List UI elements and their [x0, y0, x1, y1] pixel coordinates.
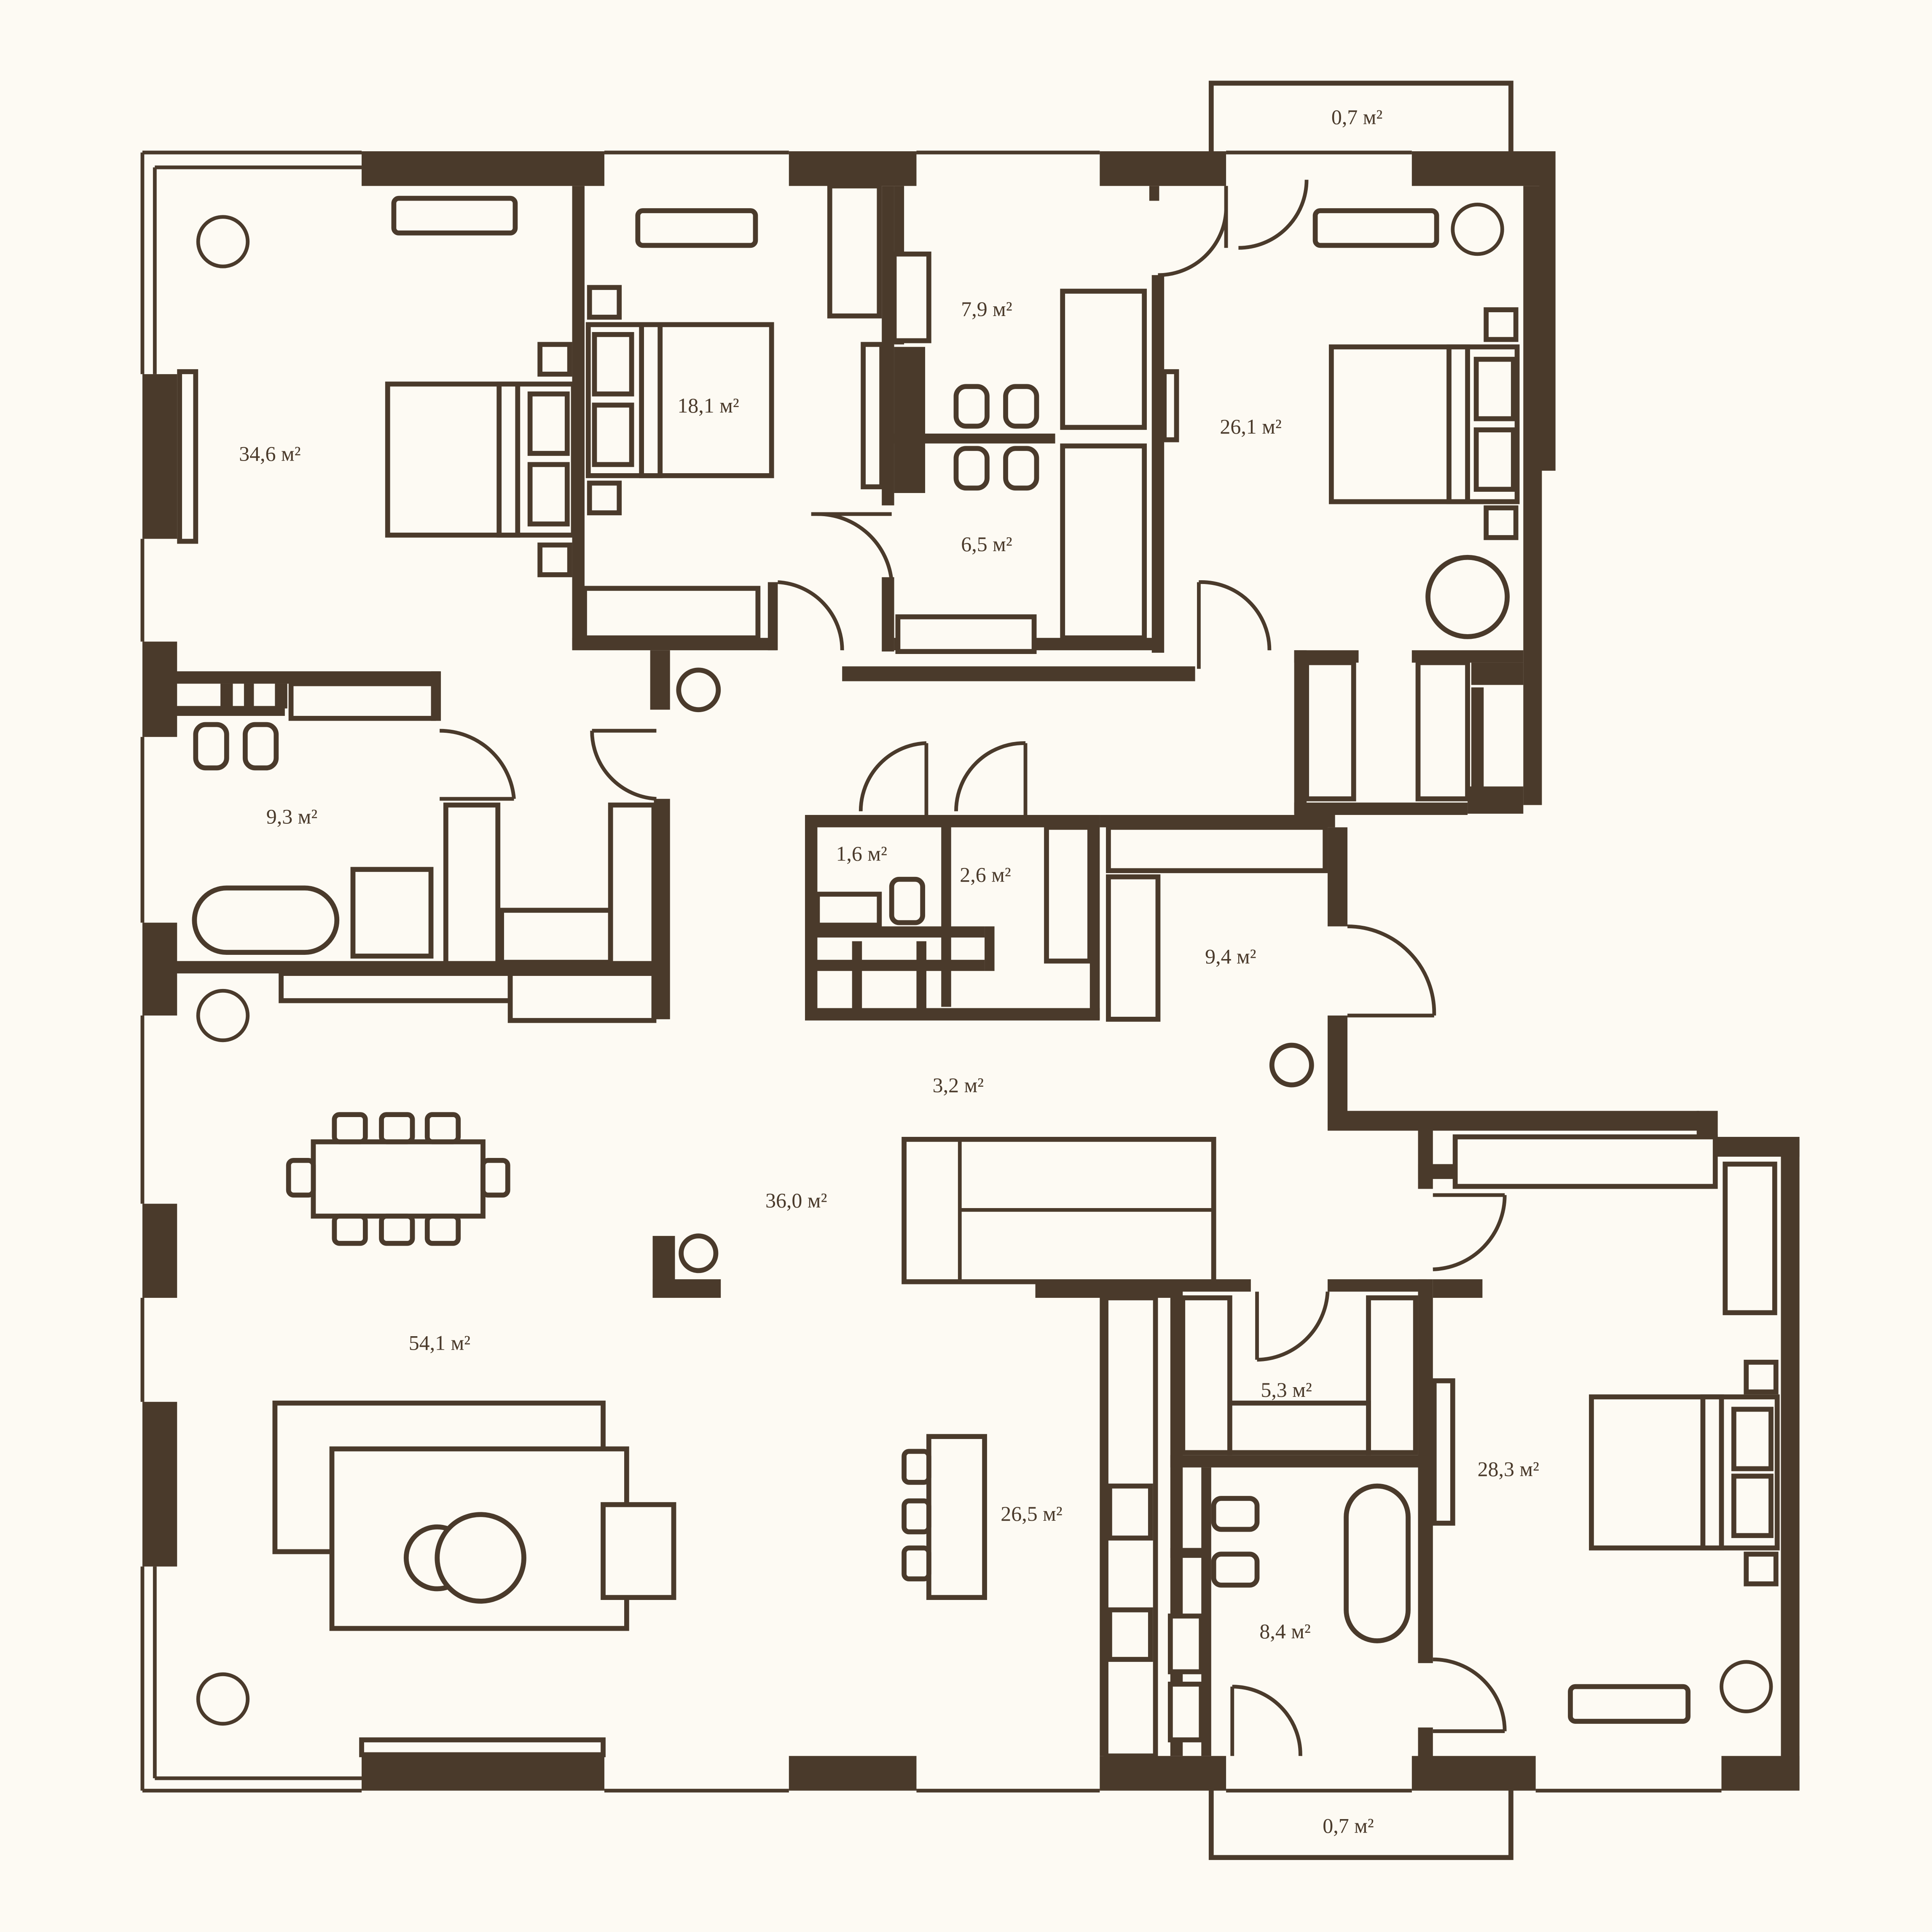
- room-label-hall-c: 3,2 м²: [933, 1073, 984, 1097]
- doors: [440, 180, 1507, 1756]
- outer-frame: [140, 150, 1722, 1793]
- room-label-dressing-se: 5,3 м²: [1261, 1378, 1312, 1401]
- plant-icons: [196, 202, 1773, 1726]
- room-label-living: 54,1 м²: [409, 1331, 470, 1354]
- room-label-bath-se: 8,4 м²: [1259, 1619, 1310, 1643]
- room-label-bedroom-n: 18,1 м²: [677, 394, 739, 417]
- furniture: [177, 183, 1780, 1759]
- room-label-bedroom-ne: 26,1 м²: [1220, 415, 1281, 438]
- room-label-bedroom-se: 28,3 м²: [1478, 1457, 1539, 1481]
- balcony-north: [1208, 80, 1513, 153]
- room-label-bath-n2: 6,5 м²: [961, 532, 1012, 556]
- area-labels: 34,6 м² 18,1 м² 7,9 м² 6,5 м² 26,1 м² 0,…: [239, 105, 1539, 1837]
- room-label-wc-small: 1,6 м²: [836, 842, 887, 866]
- room-label-hall-e: 9,4 м²: [1205, 945, 1256, 968]
- room-label-balcony-s: 0,7 м²: [1323, 1814, 1374, 1837]
- balcony-south: [1208, 1790, 1513, 1860]
- room-label-bedroom-nw: 34,6 м²: [239, 442, 301, 466]
- room-label-closet-small: 2,6 м²: [960, 863, 1011, 887]
- room-label-bath-n: 7,9 м²: [961, 297, 1012, 321]
- room-label-hall-main: 36,0 м²: [765, 1189, 827, 1212]
- room-label-kitchen: 26,5 м²: [1001, 1502, 1062, 1525]
- room-label-bath-w: 9,3 м²: [266, 805, 317, 828]
- room-label-balcony-n: 0,7 м²: [1331, 105, 1382, 129]
